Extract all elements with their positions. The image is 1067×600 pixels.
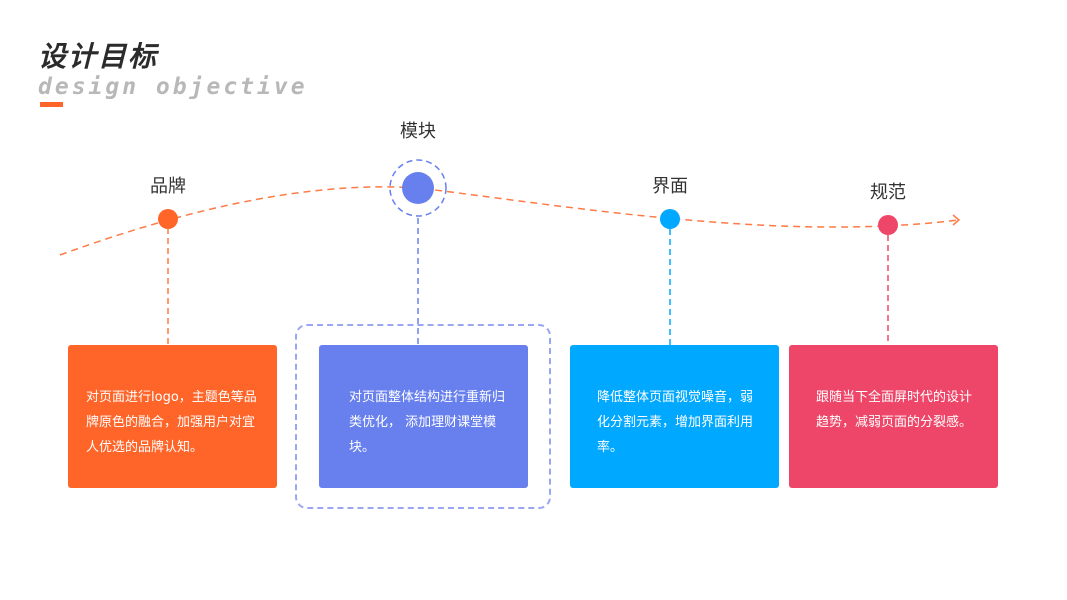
card-module-text: 对页面整体结构进行重新归类优化， 添加理财课堂模块。 (349, 390, 506, 455)
node-label-standard: 规范 (870, 182, 906, 203)
card-module: 对页面整体结构进行重新归类优化， 添加理财课堂模块。 (319, 345, 528, 488)
arrow-head-icon (952, 214, 961, 226)
card-interface: 降低整体页面视觉噪音，弱化分割元素，增加界面利用率。 (570, 345, 779, 488)
card-interface-text: 降低整体页面视觉噪音，弱化分割元素，增加界面利用率。 (597, 390, 754, 455)
title-accent-bar (40, 102, 63, 107)
node-label-interface: 界面 (652, 176, 688, 197)
card-brand: 对页面进行logo，主题色等品牌原色的融合，加强用户对宜人优选的品牌认知。 (68, 345, 277, 488)
node-label-brand: 品牌 (150, 176, 186, 197)
node-ring-module (389, 159, 447, 217)
highlight-frame (295, 324, 551, 509)
page-title: 设计目标 (38, 40, 159, 73)
node-dot-module[interactable] (402, 172, 434, 204)
node-label-module: 模块 (400, 121, 436, 142)
node-dot-standard[interactable] (878, 215, 898, 235)
node-dot-interface[interactable] (660, 209, 680, 229)
card-brand-text: 对页面进行logo，主题色等品牌原色的融合，加强用户对宜人优选的品牌认知。 (86, 390, 257, 455)
flow-curve (59, 186, 959, 256)
card-standard-text: 跟随当下全面屏时代的设计趋势，减弱页面的分裂感。 (816, 390, 973, 430)
node-dot-brand[interactable] (158, 209, 178, 229)
page-subtitle: design objective (38, 74, 308, 100)
card-standard: 跟随当下全面屏时代的设计趋势，减弱页面的分裂感。 (789, 345, 998, 488)
